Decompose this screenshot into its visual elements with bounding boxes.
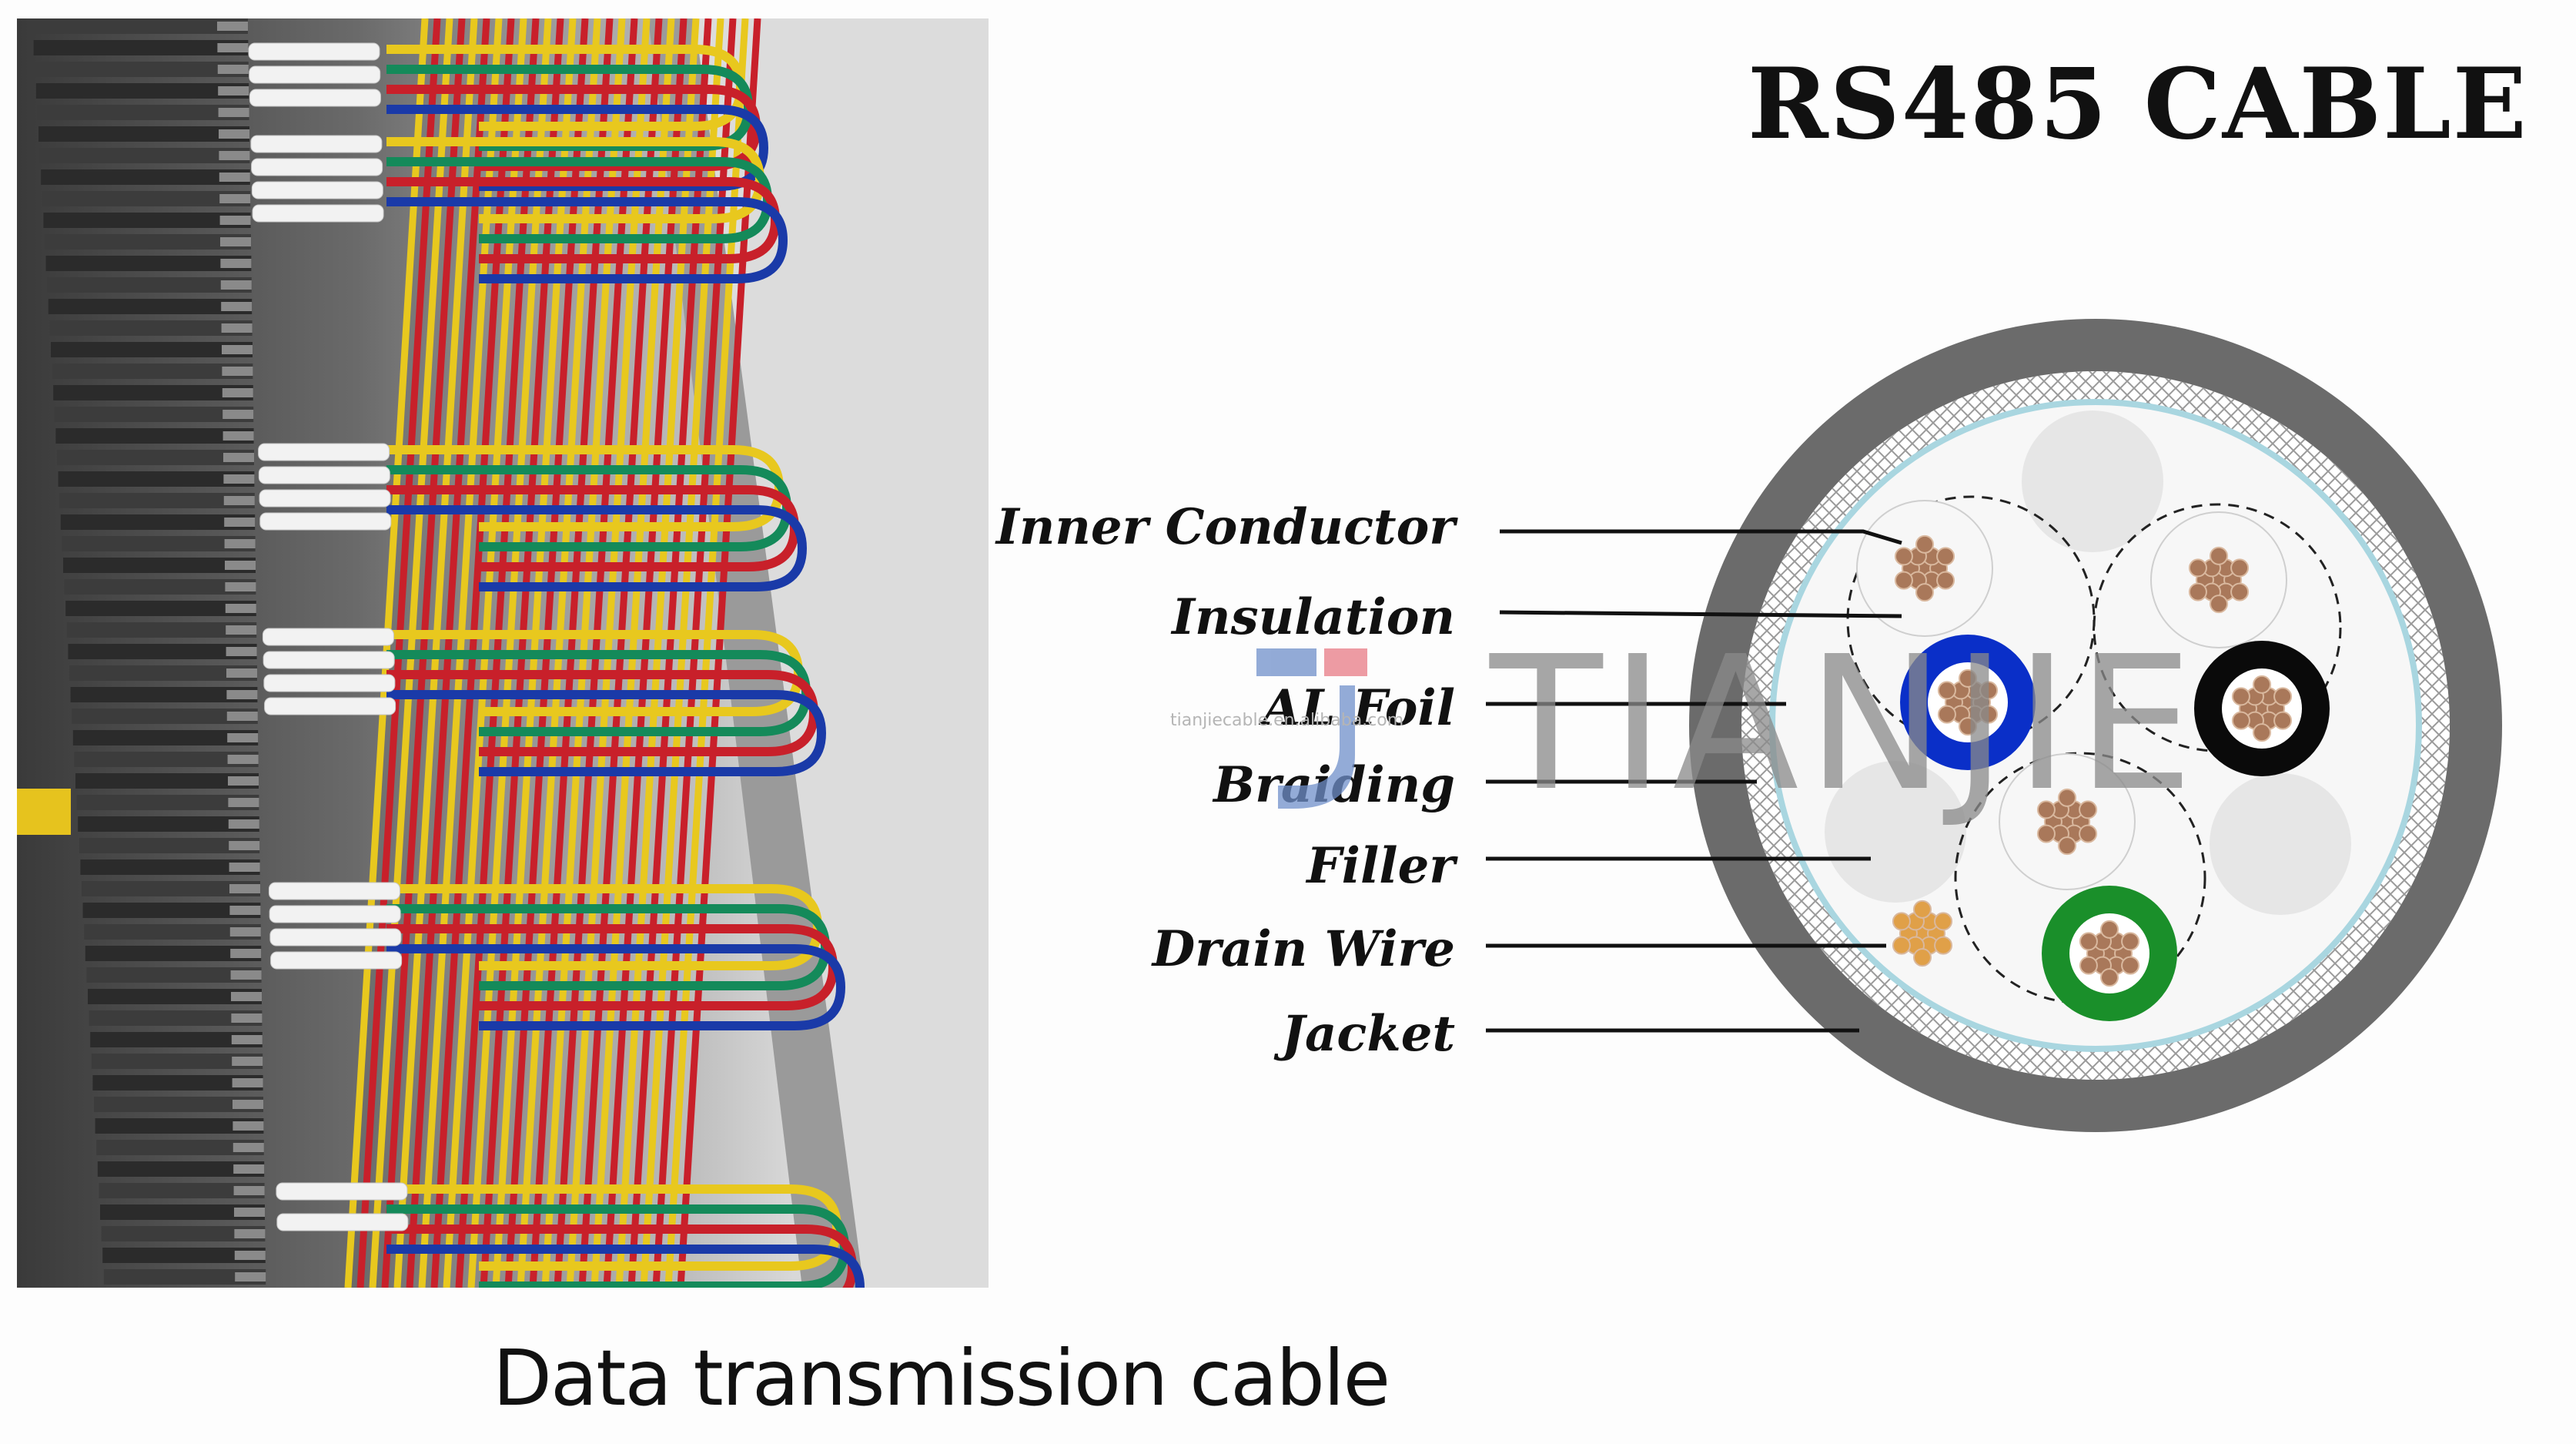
leader-lines (1486, 529, 1902, 1033)
brand-watermark-text: TIANJIE (1490, 616, 2202, 832)
wire-loops (386, 45, 865, 1288)
leader-insulation (1499, 610, 1902, 618)
label-inner-conductor: Inner Conductor (995, 498, 1455, 556)
filler-right (2210, 773, 2351, 915)
label-drain-wire: Drain Wire (1152, 920, 1455, 978)
diagram-title: RS485 CABLE (1748, 47, 2528, 161)
photo-caption: Data transmission cable (493, 1333, 1390, 1423)
terminal-blocks (17, 18, 266, 1285)
leader-inner-conductor (1500, 529, 1902, 545)
drain-wire-strands (1892, 900, 1953, 967)
brand-logo-mark (1256, 648, 1367, 809)
pair-boundary-bottom (1954, 752, 2206, 1004)
cabinet-wiring-photo (17, 18, 989, 1288)
wire-marker-labels (248, 42, 409, 1231)
label-insulation: Insulation (1172, 588, 1455, 646)
filler-left (1825, 761, 1966, 903)
label-al-foil: AL Foil (1262, 679, 1455, 737)
brand-watermark-url: tianjiecable.en.alibaba.com (1170, 711, 1404, 730)
filler-top (2022, 410, 2163, 552)
label-filler: Filler (1306, 837, 1455, 895)
label-jacket: Jacket (1281, 1005, 1455, 1063)
copper-strand-bundles (1894, 534, 2293, 987)
